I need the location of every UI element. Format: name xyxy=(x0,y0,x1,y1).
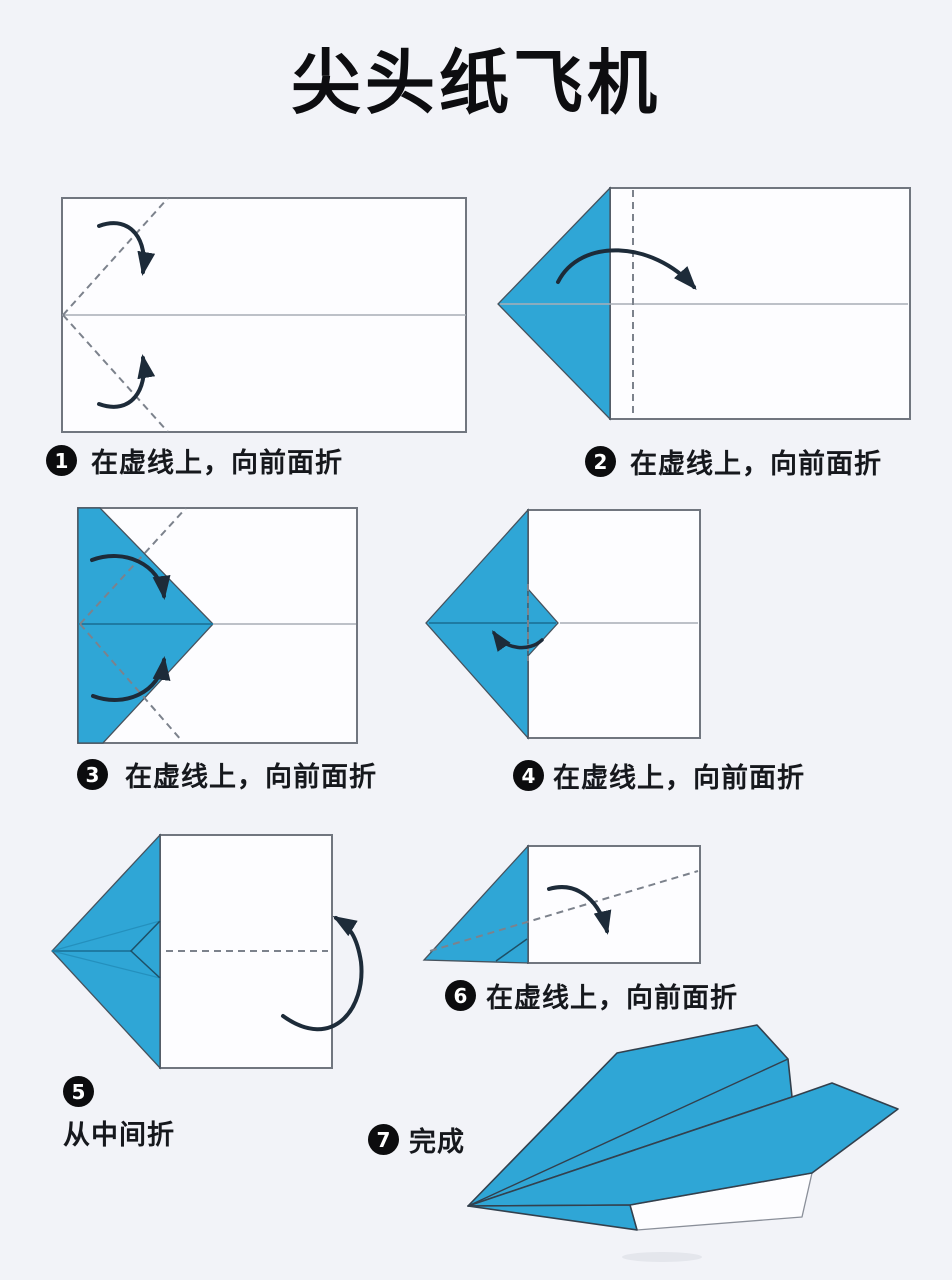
step-2-caption-text: 在虚线上，向前面折 xyxy=(630,449,882,479)
step-6-caption: 6 在虚线上，向前面折 xyxy=(445,976,738,1015)
step-3-caption: 3 在虚线上，向前面折 xyxy=(77,755,377,794)
step-2-caption: 2 在虚线上，向前面折 xyxy=(585,442,882,481)
step-5-number-badge: 5 xyxy=(63,1076,94,1107)
step-7-caption: 7 完成 xyxy=(368,1120,465,1159)
fold-arrow-icon xyxy=(556,248,697,290)
fold-dashed-line xyxy=(62,314,169,433)
fold-dashed-line xyxy=(79,507,187,625)
plane-shadow xyxy=(622,1252,702,1262)
step-5-figure xyxy=(51,833,364,1070)
fold-dashed-line xyxy=(62,197,169,316)
step-7-number-badge: 7 xyxy=(368,1124,399,1155)
fold-arrow-icon xyxy=(281,915,364,1032)
wing-crease-line xyxy=(467,1058,789,1207)
step-2-figure xyxy=(497,186,911,421)
crease-line xyxy=(51,920,161,979)
small-nose-flap xyxy=(129,920,161,979)
fold-arrow-icon xyxy=(90,554,171,600)
step-6-caption-text: 在虚线上，向前面折 xyxy=(486,983,738,1013)
step-6-figure xyxy=(422,844,701,964)
step-7-caption-text: 完成 xyxy=(409,1127,465,1157)
step-1-caption-text: 在虚线上，向前面折 xyxy=(91,448,343,478)
fold-arrow-icon xyxy=(97,354,156,409)
step-4-figure xyxy=(425,508,701,740)
step-3-number-badge: 3 xyxy=(77,759,108,790)
step-1-number-badge: 1 xyxy=(46,445,77,476)
fold-dashed-line xyxy=(429,870,699,952)
step-4-number-badge: 4 xyxy=(513,760,544,791)
fold-arrow-icon xyxy=(91,656,171,702)
step-3-caption-text: 在虚线上，向前面折 xyxy=(125,762,377,792)
fold-arrow-icon xyxy=(491,630,544,652)
step-1-figure xyxy=(61,197,467,433)
step-2-number-badge: 2 xyxy=(585,446,616,477)
fold-arrow-icon xyxy=(547,885,612,935)
step-5-caption-text: 从中间折 xyxy=(63,1120,175,1150)
step-7-figure xyxy=(467,1024,899,1262)
keel xyxy=(467,1204,638,1231)
step-4-caption: 4 在虚线上，向前面折 xyxy=(513,756,805,795)
step-6-number-badge: 6 xyxy=(445,980,476,1011)
fold-dashed-line xyxy=(79,623,183,742)
folded-flap xyxy=(422,844,529,964)
step-3-figure xyxy=(77,507,358,744)
step-4-caption-text: 在虚线上，向前面折 xyxy=(553,763,805,793)
folded-flap xyxy=(77,507,214,744)
page-title: 尖头纸飞机 xyxy=(291,46,661,123)
step-5-caption: 5 从中间折 xyxy=(63,1076,175,1152)
paper-outline xyxy=(159,834,333,1069)
crease-line xyxy=(495,938,528,962)
step-1-caption: 1 在虚线上，向前面折 xyxy=(46,441,343,480)
paper-outline xyxy=(527,845,701,964)
fold-arrow-icon xyxy=(97,221,156,276)
